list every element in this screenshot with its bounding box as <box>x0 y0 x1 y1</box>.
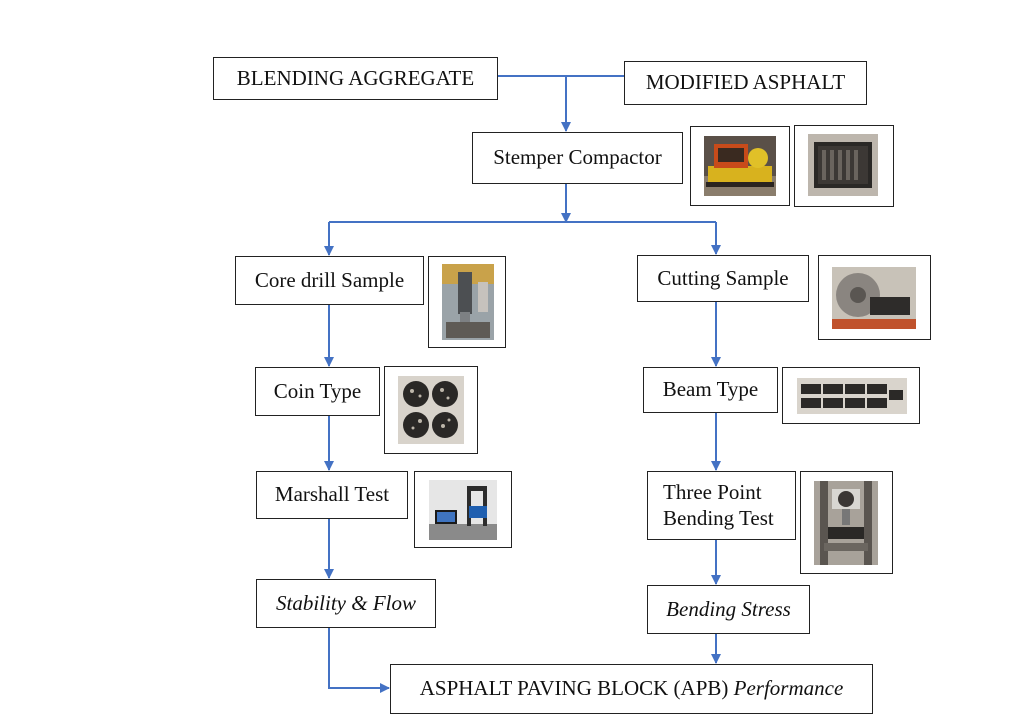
apb-performance-box: ASPHALT PAVING BLOCK (APB) Performance <box>390 664 873 714</box>
stemper-compactor-label: Stemper Compactor <box>493 145 662 170</box>
cutting-saw-photo <box>818 255 931 340</box>
bending-test-apparatus-photo <box>800 471 893 574</box>
coin-type-box: Coin Type <box>255 367 380 416</box>
compactor-machine-photo <box>690 126 790 206</box>
stability-flow-box: Stability & Flow <box>256 579 436 628</box>
beam-type-label: Beam Type <box>662 377 759 402</box>
core-drill-sample-label: Core drill Sample <box>254 267 405 292</box>
stemper-compactor-box: Stemper Compactor <box>472 132 683 184</box>
blending-aggregate-label: BLENDING AGGREGATE <box>236 65 475 90</box>
stability-flow-label: Stability & Flow <box>276 590 416 615</box>
coin-type-label: Coin Type <box>273 378 362 403</box>
modified-asphalt-box: MODIFIED ASPHALT <box>624 61 867 105</box>
arrow-to-apb-left <box>328 628 390 693</box>
compacted-slab-mold-photo <box>794 125 894 207</box>
bending-stress-box: Bending Stress <box>647 585 810 634</box>
three-point-line-1: Three Point <box>663 480 762 505</box>
bending-stress-label: Bending Stress <box>666 596 791 621</box>
marshall-test-label: Marshall Test <box>274 482 390 507</box>
marshall-test-box: Marshall Test <box>256 471 408 519</box>
modified-asphalt-label: MODIFIED ASPHALT <box>645 70 846 95</box>
apb-label: ASPHALT PAVING BLOCK (APB) <box>419 676 734 701</box>
core-drill-photo <box>428 256 506 348</box>
cutting-sample-box: Cutting Sample <box>637 255 809 302</box>
cutting-sample-label: Cutting Sample <box>657 265 789 290</box>
blending-aggregate-box: BLENDING AGGREGATE <box>213 57 498 100</box>
beam-specimens-photo <box>782 367 920 424</box>
apb-performance-label: Performance <box>733 676 844 701</box>
coin-specimens-photo <box>384 366 478 454</box>
marshall-apparatus-photo <box>414 471 512 548</box>
three-point-bending-box: Three Point Bending Test <box>647 471 796 540</box>
beam-type-box: Beam Type <box>643 367 778 413</box>
three-point-line-2: Bending Test <box>663 505 774 530</box>
core-drill-sample-box: Core drill Sample <box>235 256 424 305</box>
